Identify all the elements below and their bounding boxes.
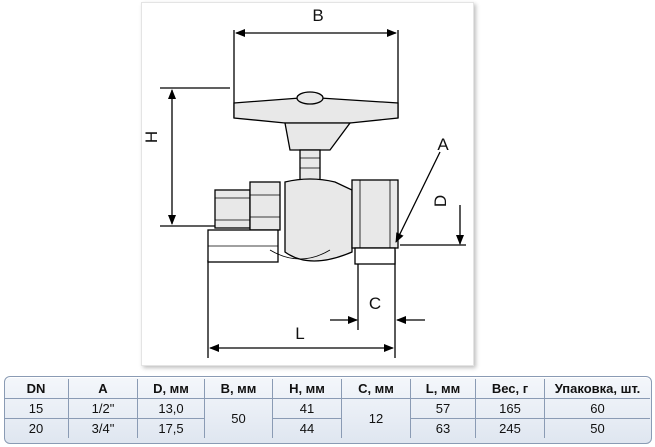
cell-a: 3/4" <box>68 418 138 438</box>
cell-l: 63 <box>410 418 476 438</box>
col-header-a: A <box>68 379 138 399</box>
left-hex-nut <box>249 181 281 231</box>
col-header-d: D, мм <box>137 379 205 399</box>
cell-h: 44 <box>272 418 342 438</box>
cell-dn: 20 <box>4 418 69 438</box>
col-header-c: C, мм <box>341 379 411 399</box>
leader-a <box>395 151 441 243</box>
stem-housing <box>284 122 352 151</box>
col-header-dn: DN <box>26 381 46 396</box>
cell-h: 41 <box>272 398 342 419</box>
col-header-weight: Вес, г <box>475 379 545 399</box>
stem <box>299 149 321 183</box>
cell-d: 13,0 <box>137 398 205 419</box>
cell-weight: 245 <box>475 418 545 438</box>
col-header-b: B, мм <box>204 379 273 399</box>
cell-l: 57 <box>410 398 476 419</box>
cell-weight: 165 <box>475 398 545 419</box>
cell-dn: 15 <box>4 398 69 419</box>
col-header-h: H, мм <box>272 379 342 399</box>
cell-d: 17,5 <box>137 418 205 438</box>
label-l: L <box>295 324 304 343</box>
cell-c-shared: 12 <box>341 398 411 438</box>
cell-a: 1/2" <box>68 398 138 419</box>
spec-table: DN A D, мм B, мм H, мм C, мм L, мм Вес, … <box>4 379 650 438</box>
right-thread-section <box>354 247 396 265</box>
table-row: 20 3/4" 17,5 44 63 245 50 <box>4 418 650 438</box>
handle-nut <box>296 91 324 105</box>
label-b: B <box>312 6 323 25</box>
label-h: H <box>142 131 161 143</box>
label-a: A <box>437 135 449 154</box>
valve-drawing: B H A D C L <box>142 6 466 358</box>
label-d: D <box>431 195 450 207</box>
left-male-thread <box>214 189 251 229</box>
table-row: 15 1/2" 13,0 50 41 12 57 165 60 <box>4 398 650 438</box>
col-header-l: L, мм <box>410 379 476 399</box>
right-female-end <box>351 179 399 249</box>
label-c: C <box>369 294 381 313</box>
central-body <box>284 178 353 262</box>
cell-pack: 50 <box>544 418 650 438</box>
cell-pack: 60 <box>544 398 650 419</box>
col-header-pack: Упаковка, шт. <box>544 379 650 399</box>
valve-body <box>207 91 399 265</box>
table-header-row: DN A D, мм B, мм H, мм C, мм L, мм Вес, … <box>4 379 650 399</box>
cell-b-shared: 50 <box>204 398 273 438</box>
